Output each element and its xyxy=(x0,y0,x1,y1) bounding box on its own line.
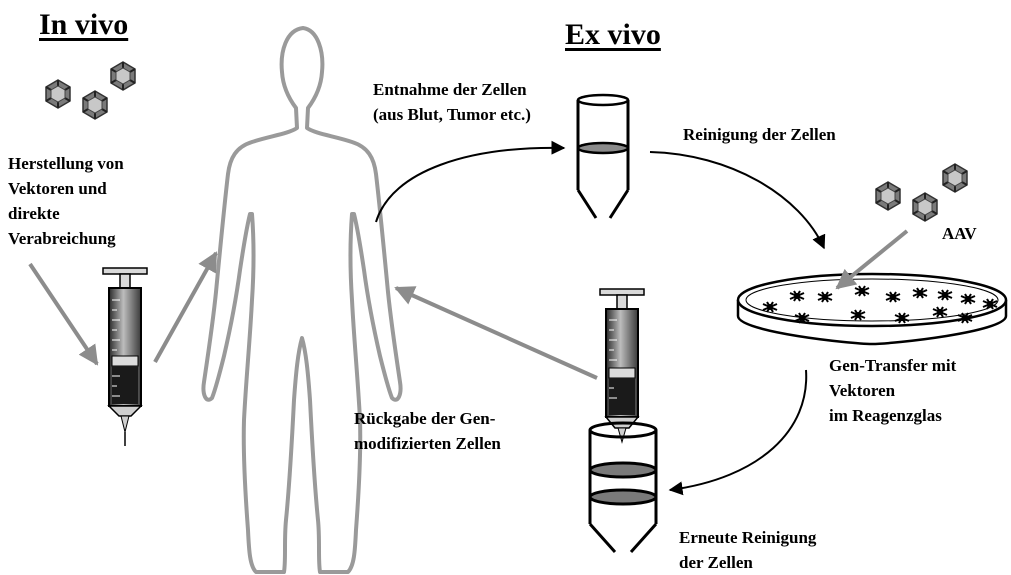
label-line: Herstellung von xyxy=(8,151,124,176)
arrow-cells-return xyxy=(396,288,597,378)
syringe-right xyxy=(600,289,644,442)
arrow-extraction xyxy=(376,148,564,222)
heading-ex-vivo: Ex vivo xyxy=(565,18,661,52)
petri-dish xyxy=(738,274,1006,344)
human-silhouette xyxy=(203,28,400,572)
label-vector-production: Herstellung von Vektoren und direkte Ver… xyxy=(8,151,124,251)
label-line: Entnahme der Zellen xyxy=(373,77,531,102)
arrow-purification xyxy=(650,152,824,248)
test-tube-upper xyxy=(578,95,628,218)
label-aav: AAV xyxy=(942,221,977,246)
label-line: Verabreichung xyxy=(8,226,124,251)
label-line: Rückgabe der Gen- xyxy=(354,406,501,431)
label-line: (aus Blut, Tumor etc.) xyxy=(373,102,531,127)
heading-in-vivo: In vivo xyxy=(39,8,128,42)
arrow-syringe-to-body xyxy=(155,253,216,362)
arrow-vectors-to-syringe xyxy=(30,264,97,364)
label-gene-transfer: Gen-Transfer mit Vektoren im Reagenzglas xyxy=(829,353,956,428)
vector-particles-right xyxy=(876,164,967,221)
label-line: Vektoren und xyxy=(8,176,124,201)
syringe-left xyxy=(103,268,147,446)
label-line: modifizierten Zellen xyxy=(354,431,501,456)
label-line: Gen-Transfer mit xyxy=(829,353,956,378)
label-line: Erneute Reinigung xyxy=(679,525,816,550)
label-cell-extraction: Entnahme der Zellen (aus Blut, Tumor etc… xyxy=(373,77,531,127)
label-line: der Zellen xyxy=(679,550,816,575)
label-repurification: Erneute Reinigung der Zellen xyxy=(679,525,816,575)
label-cell-return: Rückgabe der Gen- modifizierten Zellen xyxy=(354,406,501,456)
label-line: im Reagenzglas xyxy=(829,403,956,428)
test-tube-lower xyxy=(590,423,656,552)
label-line: direkte xyxy=(8,201,124,226)
arrow-gene-transfer xyxy=(670,370,806,490)
vector-particles-left xyxy=(46,62,135,119)
label-line: Vektoren xyxy=(829,378,956,403)
label-cell-purification: Reinigung der Zellen xyxy=(683,122,836,147)
